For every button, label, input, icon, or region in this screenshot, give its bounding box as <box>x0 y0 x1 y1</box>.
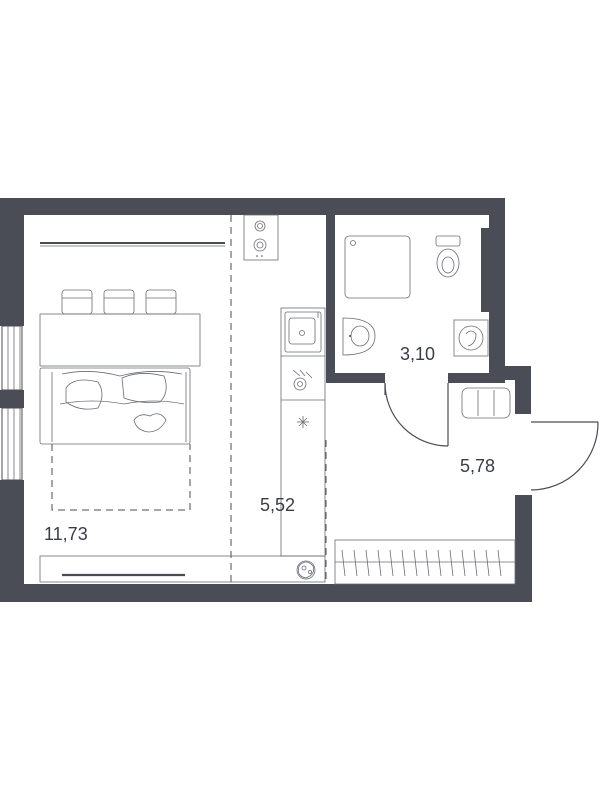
living-room-area: 11,73 <box>44 524 88 544</box>
bathroom-door <box>384 382 449 447</box>
toilet-icon <box>435 235 461 278</box>
dining-table <box>39 313 201 367</box>
hanger <box>485 549 490 577</box>
hanger <box>377 549 382 577</box>
sofa <box>39 367 191 445</box>
entrance-door <box>530 421 599 491</box>
chair-1 <box>61 289 93 315</box>
chair-2 <box>103 289 135 315</box>
pouf-icon <box>461 387 511 419</box>
walls <box>0 198 532 602</box>
wall-shelf <box>40 242 225 247</box>
fridge-icon <box>297 416 309 428</box>
shower-tray-icon <box>344 235 411 299</box>
sink-icon <box>342 317 376 356</box>
tv-cabinet <box>39 555 326 583</box>
hanger <box>437 549 442 577</box>
hanger <box>341 549 346 577</box>
hallway-area: 5,78 <box>460 456 495 476</box>
hanger <box>413 549 418 577</box>
hanger <box>461 549 466 577</box>
hanger <box>425 549 430 577</box>
hanger <box>473 549 478 577</box>
hanger <box>365 549 370 577</box>
bed-outline <box>51 444 191 511</box>
hanger <box>389 549 394 577</box>
washing-machine-icon <box>453 319 489 357</box>
window-left-upper <box>1 325 23 391</box>
plant-icon <box>296 560 316 580</box>
dishwasher-icon <box>292 369 313 391</box>
kitchen-counter <box>280 307 326 557</box>
bathroom-area: 3,10 <box>400 344 435 364</box>
hanger <box>449 549 454 577</box>
chair-3 <box>145 289 177 315</box>
hanger <box>497 549 502 577</box>
wardrobe <box>334 539 516 585</box>
kitchen-area: 5,52 <box>260 495 295 515</box>
hanger <box>353 549 358 577</box>
kitchen-sink-icon <box>284 311 322 353</box>
hanger <box>401 549 406 577</box>
zone-dividers <box>230 215 327 584</box>
window-left-lower <box>1 407 23 481</box>
stove-icon <box>243 214 279 261</box>
